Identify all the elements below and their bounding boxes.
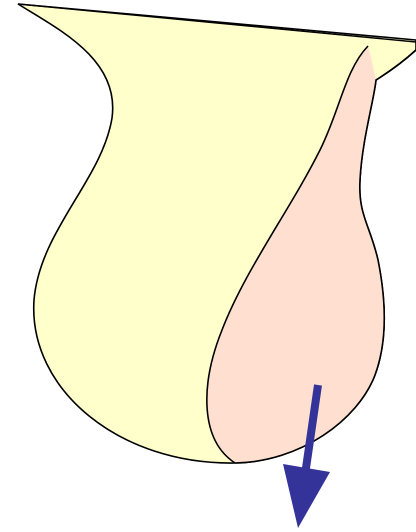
arrow-head [283, 464, 330, 528]
